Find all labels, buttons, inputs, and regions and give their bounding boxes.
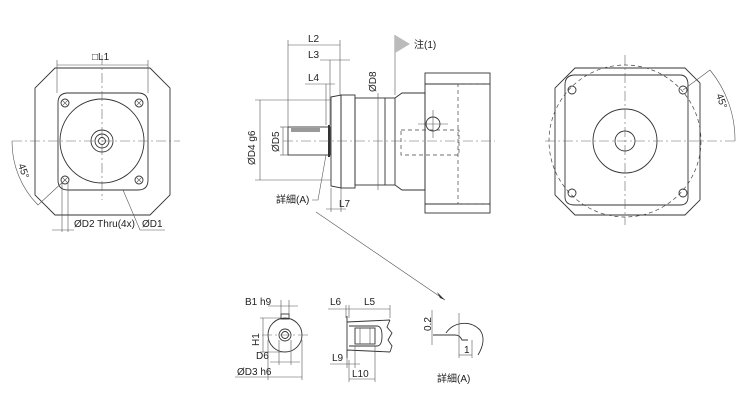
dim-02-label: 0.2 [423,317,434,331]
l4-label: L4 [308,73,320,84]
d6-label: D6 [256,351,269,362]
dim-1-label: 1 [464,345,470,356]
arrow-icon [437,292,445,300]
note-flag-icon [395,35,410,53]
detail-a-view [431,310,484,358]
rear-view [545,55,736,225]
d4-label: ØD4 g6 [247,130,258,165]
note-label: 注(1) [414,38,436,51]
front-view [11,55,180,232]
d1-label: ØD1 [142,219,163,230]
d3-label: ØD3 h6 [237,367,272,378]
d5-label: ØD5 [271,131,282,152]
shaft-section [328,305,393,382]
l9-label: L9 [332,353,344,364]
side-view [255,35,495,301]
b1-label: B1 h9 [245,297,272,308]
mount-hole-icon [567,85,688,198]
l2-label: L2 [308,34,320,45]
rear-angle-label: 45° [713,92,729,110]
d8-label: ØD8 [368,71,379,92]
l7-label: L7 [339,199,351,210]
d2-label: ØD2 Thru(4x) [74,219,135,230]
detail-a-title: 詳細(A) [437,372,470,385]
l1-label: □L1 [92,52,110,63]
l6-label: L6 [330,297,342,308]
h1-label: H1 [251,333,262,346]
l3-label: L3 [308,50,320,61]
l10-label: L10 [352,369,369,380]
l5-label: L5 [364,297,376,308]
key-view [235,300,308,380]
detail-ref-label: 詳細(A) [276,193,309,206]
front-angle-label: 45° [15,162,31,180]
